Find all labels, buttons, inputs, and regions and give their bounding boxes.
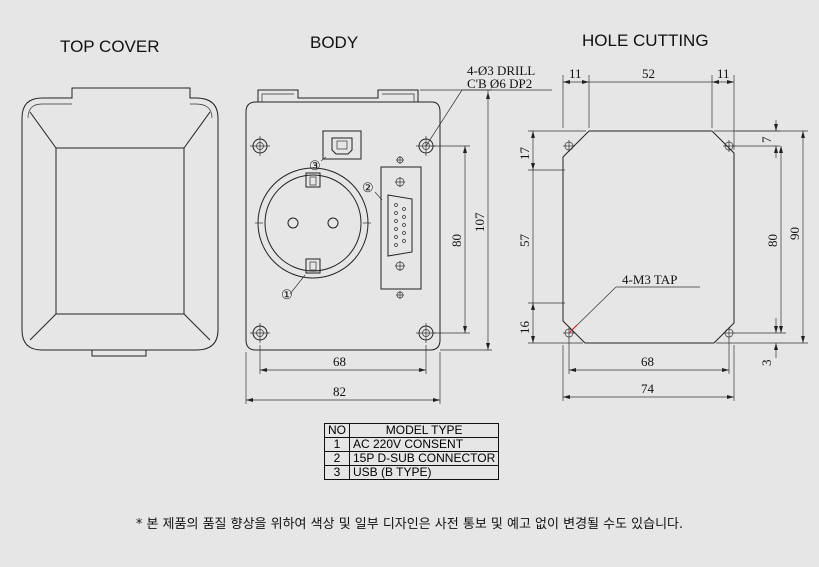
callout-1: ① (281, 274, 306, 302)
callout-3: ③ (309, 156, 327, 173)
title-hole-cutting: HOLE CUTTING (582, 31, 709, 50)
table-header-row: NO MODEL TYPE (324, 423, 500, 438)
mount-hole-br (416, 323, 436, 343)
body-dim-82: 82 (333, 384, 346, 399)
body-dim-107: 107 (472, 212, 487, 232)
tap-hole-br (723, 327, 735, 339)
table-row: 3 USB (B TYPE) (324, 465, 500, 480)
row-model-type: 15P D-SUB CONNECTOR (348, 451, 500, 466)
table-row: 2 15P D-SUB CONNECTOR (324, 451, 500, 466)
dsub-connector (380, 156, 422, 299)
callout-2-label: ② (362, 180, 374, 195)
table-row: 1 AC 220V CONSENT (324, 437, 500, 452)
callout-1-label: ① (281, 287, 293, 302)
row-no: 2 (324, 451, 350, 466)
tap-hole-tl (563, 140, 575, 152)
hole-dim-left-top: 17 (517, 147, 532, 161)
hole-dim-right-bottom: 3 (759, 360, 774, 367)
tap-note: 4-M3 TAP (622, 272, 677, 287)
hole-cutting-view: 11 52 11 17 57 16 7 (517, 66, 808, 401)
mount-hole-bl (250, 323, 270, 343)
hole-dim-left-mid: 57 (517, 234, 532, 248)
row-model-type: USB (B TYPE) (348, 465, 500, 480)
hole-dim-right-inner: 80 (765, 234, 780, 247)
usb-b-port (322, 130, 362, 160)
top-cover-view (21, 87, 219, 357)
body-dim-80: 80 (449, 234, 464, 247)
hole-dim-left-bottom: 16 (517, 321, 532, 335)
drill-note-line1: 4-Ø3 DRILL (467, 63, 535, 78)
tap-hole-tr (723, 140, 735, 152)
header-no: NO (324, 423, 350, 438)
body-view: ① ② ③ 4-Ø3 DRILL C'B Ø6 DP2 68 (245, 63, 552, 404)
row-no: 3 (324, 465, 350, 480)
title-top-cover: TOP COVER (60, 37, 160, 56)
header-model-type: MODEL TYPE (348, 423, 500, 438)
title-body: BODY (310, 33, 359, 52)
hole-dim-bottom-outer: 74 (641, 381, 655, 396)
hole-dim-right-top: 7 (759, 136, 774, 143)
row-no: 1 (324, 437, 350, 452)
hole-dim-right-outer: 90 (787, 227, 802, 240)
hole-dim-top-mid: 52 (642, 66, 655, 81)
ac-socket (255, 167, 371, 279)
mount-hole-tl (250, 136, 270, 156)
footnote: * 본 제품의 품질 향상을 위하여 색상 및 일부 디자인은 사전 통보 및 … (135, 517, 684, 532)
callout-2: ② (362, 180, 383, 201)
body-dim-68: 68 (333, 354, 346, 369)
callout-3-label: ③ (309, 158, 321, 173)
hole-dim-bottom-inner: 68 (641, 354, 654, 369)
hole-dim-top-right: 11 (717, 66, 730, 81)
row-model-type: AC 220V CONSENT (348, 437, 500, 452)
drill-note-line2: C'B Ø6 DP2 (467, 76, 532, 91)
hole-dim-top-left: 11 (569, 66, 582, 81)
model-type-table: NO MODEL TYPE 1 AC 220V CONSENT 2 15P D-… (324, 423, 500, 480)
